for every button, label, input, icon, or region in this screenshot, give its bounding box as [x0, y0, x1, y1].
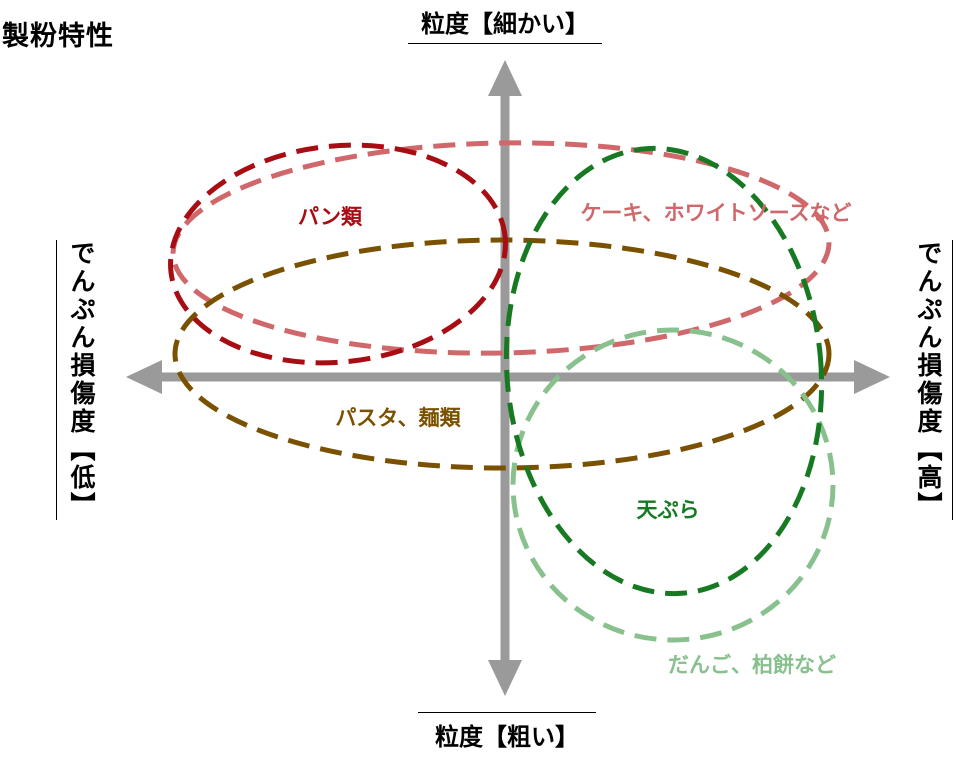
axis-label-bottom: 粒度【粗い】	[418, 712, 596, 752]
diagram-title: 製粉特性	[2, 21, 114, 52]
label-tempura: 天ぷら	[637, 498, 700, 522]
label-bread: パン類	[298, 205, 363, 229]
ellipse-tempura	[503, 145, 825, 597]
x-axis-arrow-left	[126, 360, 162, 394]
label-dango: だんご、柏餅など	[668, 653, 836, 677]
ellipse-bread	[168, 142, 508, 366]
x-axis-arrow-right	[854, 360, 890, 394]
y-axis-arrow-up	[488, 60, 522, 96]
ellipse-dango	[510, 327, 836, 643]
ellipse-cake	[170, 140, 832, 356]
axis-label-left: でんぷん損傷度【低】	[56, 240, 99, 520]
label-cake: ケーキ、ホワイトソースなど	[580, 201, 851, 225]
label-pasta: パスタ、麺類	[335, 406, 461, 430]
axis-label-top: 粒度【細かい】	[408, 4, 602, 44]
ellipse-pasta	[172, 237, 832, 471]
y-axis-arrow-down	[488, 660, 522, 696]
axis-label-right: でんぷん損傷度【高】	[910, 240, 953, 520]
